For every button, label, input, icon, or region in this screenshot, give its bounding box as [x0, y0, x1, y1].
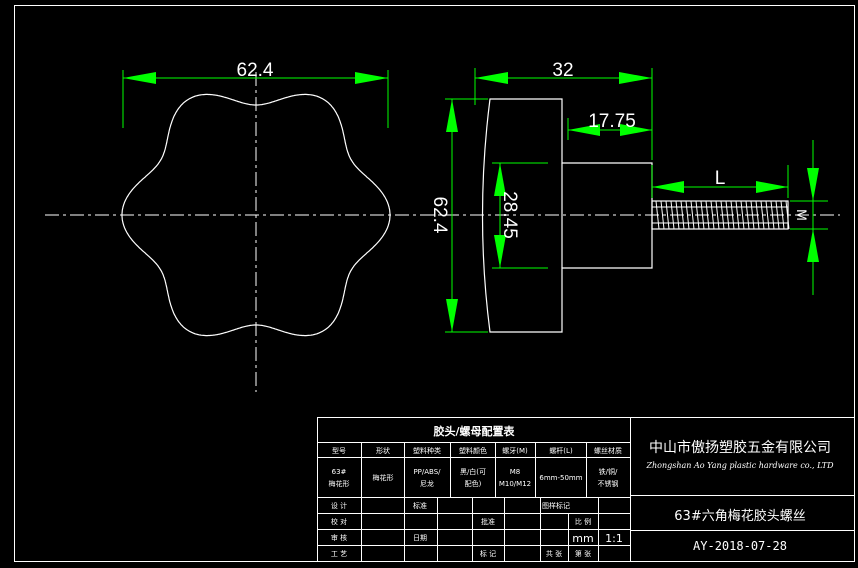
label-process: 工 艺	[331, 550, 347, 558]
dimension-label-hub-diameter: 28.45	[499, 191, 520, 239]
thread-line	[720, 200, 725, 230]
thread-line	[665, 200, 670, 230]
dimension-knob-width	[122, 70, 389, 128]
dimension-hub-diameter	[492, 162, 548, 269]
thread-line	[695, 200, 700, 230]
thread-line	[740, 200, 745, 230]
dimension-hub-length	[567, 118, 652, 140]
drawing-number: AY-2018-07-28	[693, 539, 787, 553]
thread-line	[715, 200, 720, 230]
label-scale: 比 例	[575, 517, 591, 526]
value-screw-length: 6mm-50mm	[539, 474, 582, 482]
dimension-head-length	[474, 68, 653, 160]
label-review: 审 核	[331, 533, 347, 542]
label-mark: 标 记	[480, 549, 496, 558]
company-name-cn: 中山市傲扬塑胶五金有限公司	[649, 439, 831, 456]
label-design: 设 计	[331, 501, 347, 510]
dimension-label-head-length: 32	[552, 60, 573, 81]
thread-line	[685, 200, 690, 230]
thread-line	[700, 200, 705, 230]
thread-line	[710, 200, 715, 230]
value-shape: 梅花形	[373, 473, 394, 482]
dimension-screw-length	[651, 165, 789, 198]
thread-line	[735, 200, 740, 230]
dimension-label-screw-length: L	[715, 168, 726, 189]
value-plastic-color-1: 黑/白(可	[460, 467, 486, 476]
header-shape: 形状	[376, 446, 390, 455]
thread-line	[785, 200, 790, 230]
dimension-label-hub-length: 17.75	[588, 111, 636, 132]
drawing-title: 63#六角梅花胶头螺丝	[674, 508, 805, 524]
value-model-2: 梅花形	[329, 479, 350, 488]
dimension-label-knob-height: 62.4	[429, 197, 450, 234]
thread-line	[775, 200, 780, 230]
thread-line	[750, 200, 755, 230]
knob-head-profile	[481, 98, 653, 333]
config-table-title: 胶头/螺母配置表	[433, 424, 515, 438]
title-block	[317, 417, 855, 562]
value-thread-1: M8	[510, 468, 521, 476]
company-name-en: Zhongshan Ao Yang plastic hardware co., …	[645, 461, 834, 470]
drawing-border	[14, 5, 855, 562]
header-thread: 螺牙(M)	[502, 446, 528, 455]
value-screw-material-1: 铁/铜/	[599, 467, 618, 476]
label-check: 校 对	[331, 517, 347, 526]
dimension-label-knob-width: 62.4	[237, 60, 274, 81]
thread-line	[730, 200, 735, 230]
thread-line	[680, 200, 685, 230]
thread-line	[705, 200, 710, 230]
header-screw-length: 螺杆(L)	[549, 446, 573, 455]
thread-line	[760, 200, 765, 230]
thread-line	[780, 200, 785, 230]
unit-value: mm	[572, 532, 593, 545]
dimension-thread	[790, 140, 828, 295]
thread-line	[670, 200, 675, 230]
value-plastic-color-2: 配色)	[465, 479, 482, 488]
label-approve: 批准	[481, 517, 495, 526]
label-drawing-mark: 图样标记	[542, 501, 570, 510]
thread-line	[725, 200, 730, 230]
thread-line	[660, 200, 665, 230]
label-date: 日期	[413, 534, 427, 542]
value-plastic-type-2: 尼龙	[420, 479, 434, 488]
value-plastic-type-1: PP/ABS/	[413, 468, 441, 476]
thread-line	[675, 200, 680, 230]
thread-line	[745, 200, 750, 230]
value-model-1: 63#	[332, 468, 347, 476]
value-thread-2: M10/M12	[499, 480, 531, 488]
thread-line	[770, 200, 775, 230]
header-plastic-color: 塑料颜色	[459, 446, 487, 455]
label-standard: 标准	[413, 501, 427, 510]
header-model: 型号	[332, 446, 346, 455]
scale-value: 1:1	[605, 532, 623, 545]
header-screw-material: 螺丝材质	[594, 446, 622, 455]
dimension-label-thread: M	[794, 209, 810, 221]
thread-line	[765, 200, 770, 230]
dimension-knob-height	[445, 98, 488, 333]
label-sheet-no: 第 张	[575, 549, 591, 558]
star-knob-outline	[121, 93, 391, 337]
thread-line	[755, 200, 760, 230]
value-screw-material-2: 不锈钢	[598, 479, 619, 488]
screw-thread	[652, 200, 790, 230]
label-total-sheets: 共 张	[546, 549, 562, 558]
header-plastic-type: 塑料种类	[413, 446, 441, 455]
thread-line	[655, 200, 660, 230]
thread-line	[690, 200, 695, 230]
